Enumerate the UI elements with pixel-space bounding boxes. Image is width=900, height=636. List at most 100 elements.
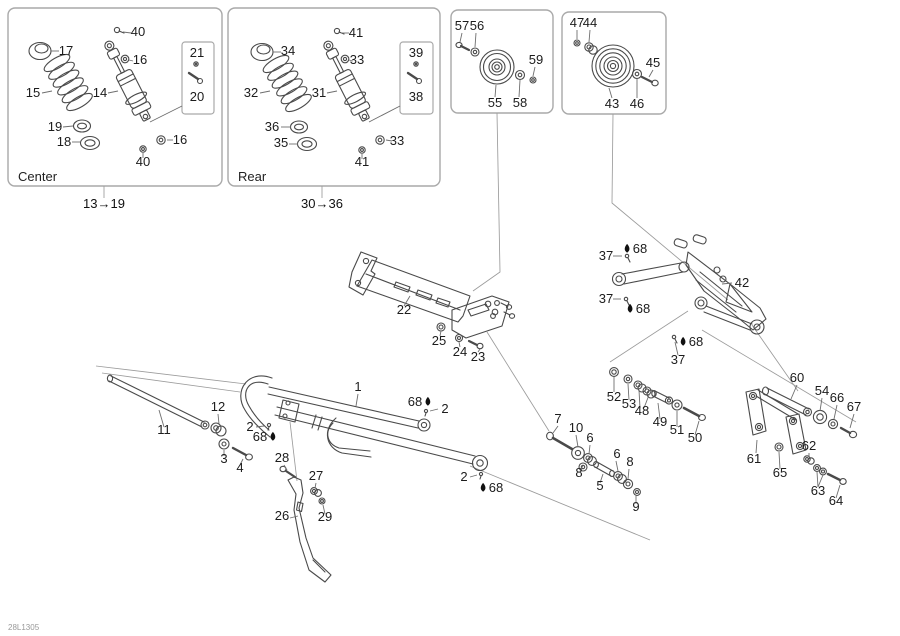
washer-54 xyxy=(812,409,828,425)
part-label-61-76: 61 xyxy=(747,451,761,466)
part-label-46-31: 46 xyxy=(630,96,644,111)
washer-33-bottom xyxy=(375,135,385,145)
grease-fitting-2-left xyxy=(266,422,272,431)
nut-9 xyxy=(633,488,641,496)
part-label-15-5: 15 xyxy=(26,85,40,100)
front-arm-crossmember-22 xyxy=(348,251,516,350)
bolt-23 xyxy=(467,339,484,350)
coil-spring-32 xyxy=(260,51,315,116)
grease-fitting-2-rear xyxy=(478,471,484,480)
rear-arm-42 xyxy=(611,234,767,344)
part-label-7-58: 7 xyxy=(554,411,561,426)
part-label-24-34: 24 xyxy=(453,344,467,359)
main-arm-1 xyxy=(240,375,489,480)
part-label-11-50: 11 xyxy=(157,422,171,437)
ring-36 xyxy=(289,120,309,134)
part-label-21-3: 21 xyxy=(190,45,204,60)
part-label-18-8: 18 xyxy=(57,134,71,149)
part-label-5-64: 5 xyxy=(596,478,603,493)
rear-inset-frame xyxy=(227,7,441,187)
part-label-6-61: 6 xyxy=(613,446,620,461)
part-label-54-73: 54 xyxy=(815,383,829,398)
part-label-43-30: 43 xyxy=(605,96,619,111)
grease-fitting-37-lower xyxy=(671,334,678,344)
bracket-61 xyxy=(745,388,807,455)
part-label-9-65: 9 xyxy=(632,499,639,514)
washer-10 xyxy=(571,446,585,460)
part-label-68-44: 68 xyxy=(408,394,422,409)
part-label-37-36: 37 xyxy=(599,248,613,263)
part-label-23-35: 23 xyxy=(471,349,485,364)
spacer-5 xyxy=(593,460,615,478)
part-label-20-4: 20 xyxy=(190,89,204,104)
bolt-28 xyxy=(279,465,297,479)
part-label-64-80: 64 xyxy=(829,493,843,508)
part-label-4-53: 4 xyxy=(236,460,243,475)
inset-rear-idler xyxy=(561,11,667,115)
drawing-code: 28L1305 xyxy=(8,623,40,632)
shock-absorber-31 xyxy=(315,35,377,126)
spacer-62 xyxy=(803,455,815,465)
part-label-63-79: 63 xyxy=(811,483,825,498)
ring-19 xyxy=(72,119,92,133)
inset-center-shock xyxy=(7,7,223,187)
washer-8-rear xyxy=(622,478,634,490)
grease-fitting-2-upper xyxy=(423,408,429,417)
washer-58 xyxy=(514,69,526,81)
washer-51 xyxy=(671,399,683,411)
part-label-38-15: 38 xyxy=(409,89,423,104)
center-hardware-subframe xyxy=(181,41,215,115)
part-label-19-7: 19 xyxy=(48,119,62,134)
part-label-14-6: 14 xyxy=(93,85,107,100)
part-label-44-28: 44 xyxy=(583,15,597,30)
part-label-66-74: 66 xyxy=(830,390,844,405)
label-leaders xyxy=(41,31,855,519)
part-label-16-9: 16 xyxy=(173,132,187,147)
part-label-58-26: 58 xyxy=(513,95,527,110)
part-label-51-70: 51 xyxy=(670,422,684,437)
part-label-34-12: 34 xyxy=(281,43,295,58)
part-label-37-38: 37 xyxy=(599,291,613,306)
nut-25 xyxy=(436,322,446,332)
part-label-26-57: 26 xyxy=(275,508,289,523)
bushing-6-rear xyxy=(613,471,627,484)
part-label-8-63: 8 xyxy=(626,454,633,469)
part-label-68-49: 68 xyxy=(489,480,503,495)
ring-18 xyxy=(79,135,101,151)
idler-wheel-43 xyxy=(591,44,635,88)
bolt-67 xyxy=(839,426,858,439)
grease-drop-icon xyxy=(624,243,630,253)
part-label-8-62: 8 xyxy=(575,465,582,480)
part-label-31-17: 31 xyxy=(312,85,326,100)
grease-fitting-37-middle xyxy=(623,296,630,306)
front-idler-frame xyxy=(450,9,554,114)
part-label-17-1: 17 xyxy=(59,43,73,58)
part-label-16-2: 16 xyxy=(133,52,147,67)
bolt-64 xyxy=(826,472,847,485)
rear-hardware-subframe xyxy=(399,41,434,115)
part-label-1-43: 1 xyxy=(354,379,361,394)
part-label-32-16: 32 xyxy=(244,85,258,100)
spring-cap-34 xyxy=(250,42,274,62)
nut-47 xyxy=(573,39,581,47)
part-label-50-71: 50 xyxy=(688,430,702,445)
bushing-27 xyxy=(310,487,322,497)
part-label-53-67: 53 xyxy=(622,396,636,411)
shock-absorber-14 xyxy=(96,35,158,126)
part-label-36-18: 36 xyxy=(265,119,279,134)
part-label-56-23: 56 xyxy=(470,18,484,33)
grease-drop-icon xyxy=(480,482,486,492)
nut-65 xyxy=(774,442,784,452)
part-label-41-11: 41 xyxy=(349,25,363,40)
part-label-42-40: 42 xyxy=(735,275,749,290)
brace-26 xyxy=(279,465,332,583)
part-label-2-45: 2 xyxy=(441,401,448,416)
washer-53 xyxy=(623,374,633,384)
bushing-44 xyxy=(584,42,598,55)
washer-46 xyxy=(631,68,643,80)
washers-63 xyxy=(813,464,827,476)
part-label-47-27: 47 xyxy=(570,15,584,30)
